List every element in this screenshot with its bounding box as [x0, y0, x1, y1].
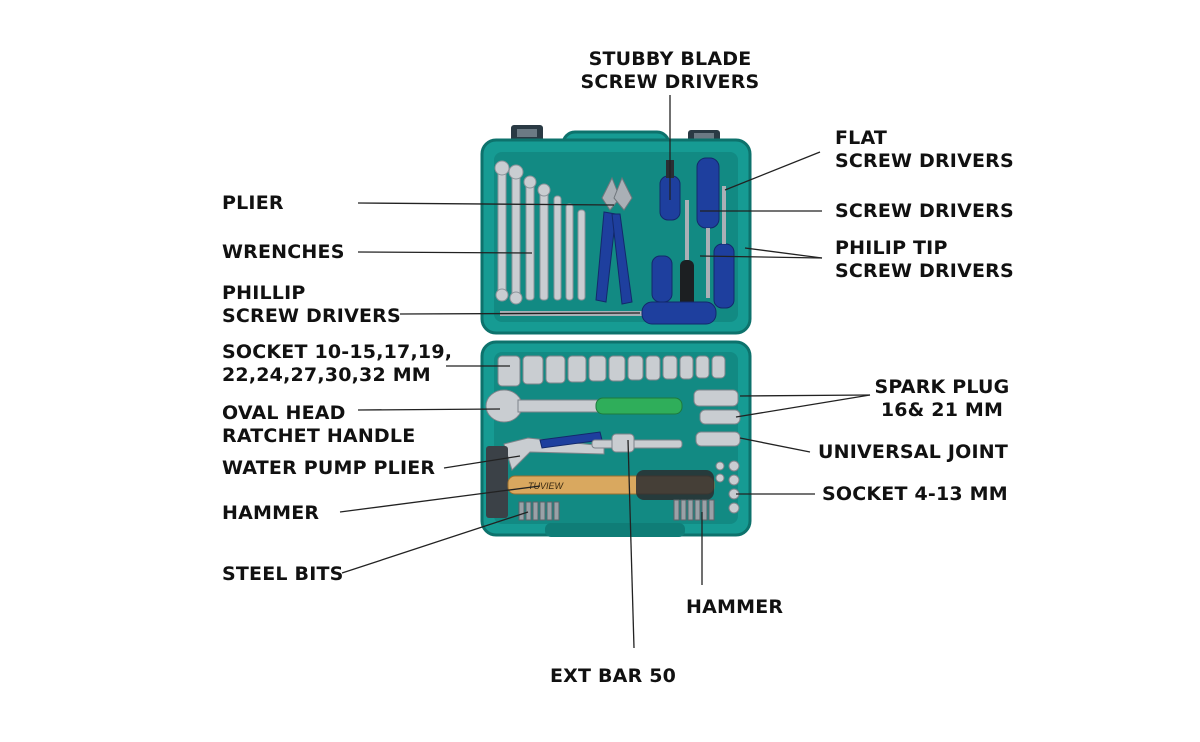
label-socket-large: SOCKET 10-15,17,19, 22,24,27,30,32 MM	[222, 341, 453, 386]
label-plier: PLIER	[222, 192, 284, 214]
leader-philip-tip-b	[699, 255, 823, 259]
leader-hammer-left	[339, 485, 541, 513]
label-phillip-screwdrivers: PHILLIP SCREW DRIVERS	[222, 282, 401, 327]
label-hammer-bottom: HAMMER	[686, 596, 784, 618]
label-spark-plug: SPARK PLUG 16& 21 MM	[874, 376, 1010, 421]
leader-water-pump	[443, 455, 521, 469]
leader-philip-tip-a	[744, 247, 823, 259]
small-sockets	[715, 460, 740, 514]
leader-steel-bits	[341, 511, 529, 574]
steel-bits-right	[673, 499, 715, 521]
hammer: TUVIEW	[486, 446, 715, 518]
label-steel-bits: STEEL BITS	[222, 563, 344, 585]
label-water-pump-plier: WATER PUMP PLIER	[222, 457, 436, 479]
leader-spark-b	[735, 394, 871, 418]
leader-lines	[339, 95, 871, 649]
leader-phillip	[399, 312, 641, 315]
leader-spark-a	[739, 394, 871, 397]
label-stubby-blade-screwdrivers: STUBBY BLADE SCREW DRIVERS	[580, 48, 760, 93]
label-universal-joint: UNIVERSAL JOINT	[818, 441, 1008, 463]
spark-plug-sockets	[693, 389, 741, 425]
leader-flat	[724, 151, 821, 191]
label-oval-head-ratchet: OVAL HEAD RATCHET HANDLE	[222, 402, 416, 447]
leader-wrenches	[357, 251, 533, 254]
ext-bar	[591, 433, 683, 453]
ratchet-handle	[485, 389, 683, 423]
leader-ext-bar	[627, 439, 635, 649]
label-socket-small: SOCKET 4-13 MM	[822, 483, 1008, 505]
leader-universal	[739, 437, 811, 453]
socket-row	[497, 355, 726, 387]
hammer-brand: TUVIEW	[528, 481, 565, 491]
label-wrenches: WRENCHES	[222, 241, 345, 263]
label-philip-tip-screwdrivers: PHILIP TIP SCREW DRIVERS	[835, 237, 1014, 282]
label-ext-bar: EXT BAR 50	[550, 665, 677, 687]
universal-joint	[695, 431, 741, 447]
wrenches	[494, 160, 586, 305]
label-hammer-left: HAMMER	[222, 502, 320, 524]
steel-bits-left	[518, 501, 560, 521]
leader-plier	[357, 202, 615, 206]
label-flat-screwdrivers: FLAT SCREW DRIVERS	[835, 127, 1014, 172]
label-screwdrivers: SCREW DRIVERS	[835, 200, 1014, 222]
leader-oval	[357, 408, 501, 411]
plier	[595, 176, 633, 305]
